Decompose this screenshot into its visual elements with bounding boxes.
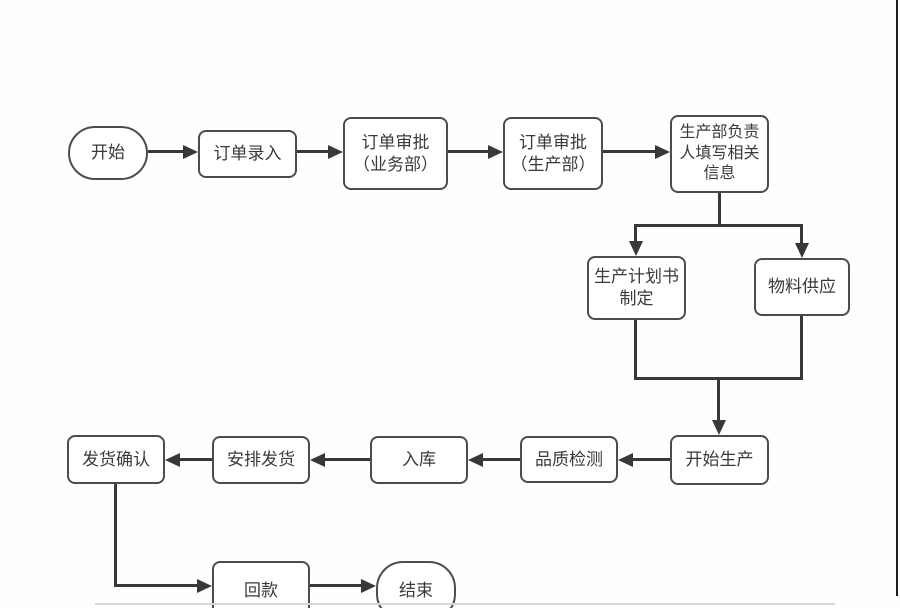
connector-ship-confirm-down bbox=[114, 484, 117, 587]
arrowhead-approval-prod bbox=[488, 145, 503, 159]
connector-arrange-ship-to-ship-confirm bbox=[180, 458, 212, 461]
arrowhead-quality bbox=[618, 453, 633, 467]
arrowhead-order-entry bbox=[183, 145, 198, 159]
connector-approval-biz-to-approval-prod bbox=[448, 150, 489, 153]
connector-order-entry-to-approval-biz bbox=[297, 150, 329, 153]
arrowhead-arrange-ship bbox=[310, 453, 325, 467]
node-material-supply: 物料供应 bbox=[754, 258, 850, 316]
node-shipping-confirm: 发货确认 bbox=[67, 435, 165, 484]
node-production-plan: 生产计划书 制定 bbox=[587, 256, 686, 320]
arrowhead-payment bbox=[197, 579, 212, 593]
node-order-approval-production: 订单审批 （生产部） bbox=[503, 117, 603, 190]
connector-quality-to-warehouse bbox=[483, 458, 520, 461]
node-production-info-fill: 生产部负责 人填写相关 信息 bbox=[670, 115, 769, 193]
node-order-approval-business: 订单审批 （业务部） bbox=[343, 117, 448, 190]
connector-payment-to-end bbox=[310, 584, 361, 587]
connector-plan-down bbox=[634, 320, 637, 380]
connector-split-to-plan bbox=[634, 224, 637, 243]
node-end: 结束 bbox=[376, 561, 456, 608]
connector-supply-down bbox=[800, 316, 803, 380]
connector-merge-to-start-production bbox=[717, 377, 720, 422]
connector-ship-confirm-to-payment bbox=[114, 584, 197, 587]
arrowhead-end bbox=[361, 579, 376, 593]
connector-start-production-to-quality bbox=[633, 458, 670, 461]
connector-split-to-supply bbox=[800, 224, 803, 245]
arrowhead-supply bbox=[795, 243, 809, 258]
node-start: 开始 bbox=[68, 126, 148, 180]
arrowhead-plan bbox=[629, 241, 643, 256]
node-warehouse-in: 入库 bbox=[370, 436, 468, 484]
arrowhead-ship-confirm bbox=[165, 453, 180, 467]
arrowhead-info-fill bbox=[655, 145, 670, 159]
arrowhead-warehouse bbox=[468, 453, 483, 467]
connector-warehouse-to-arrange-ship bbox=[325, 458, 370, 461]
connector-approval-prod-to-info-fill bbox=[603, 150, 656, 153]
connector-info-fill-stem bbox=[718, 193, 721, 227]
node-payment: 回款 bbox=[212, 561, 310, 608]
node-quality-check: 品质检测 bbox=[520, 436, 618, 483]
bottom-edge-artifact-line bbox=[95, 603, 835, 605]
node-order-entry: 订单录入 bbox=[198, 130, 297, 178]
arrowhead-approval-biz bbox=[328, 145, 343, 159]
connector-split-bar bbox=[634, 224, 803, 227]
connector-start-to-order-entry bbox=[148, 150, 184, 153]
right-edge-artifact-line bbox=[896, 0, 898, 596]
node-start-production: 开始生产 bbox=[670, 435, 769, 485]
arrowhead-start-production bbox=[712, 420, 726, 435]
node-arrange-shipping: 安排发货 bbox=[212, 436, 310, 484]
